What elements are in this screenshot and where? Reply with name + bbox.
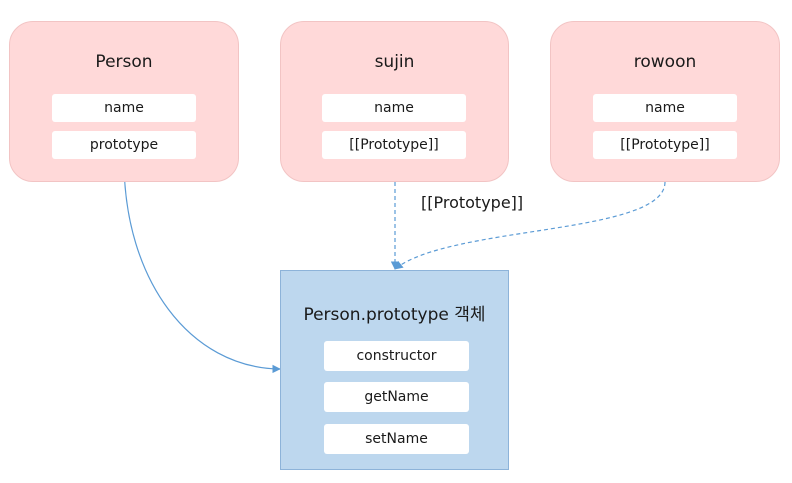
rowoon-field-prototype: [[Prototype]] (593, 131, 737, 159)
rowoon-field-name: name (593, 94, 737, 122)
person-node: Person name prototype (9, 21, 239, 182)
prototype-field-getname: getName (324, 382, 469, 412)
sujin-field-prototype: [[Prototype]] (322, 131, 466, 159)
rowoon-prototype-edge (394, 181, 666, 270)
prototype-field-setname: setName (324, 424, 469, 454)
prototype-edge-label: [[Prototype]] (421, 193, 524, 212)
person-field-name: name (52, 94, 196, 122)
person-prototype-node: Person.prototype 객체 constructor getName … (280, 270, 509, 470)
rowoon-node: rowoon name [[Prototype]] (550, 21, 780, 182)
person-prototype-node-title: Person.prototype 객체 (303, 305, 486, 325)
sujin-field-name: name (322, 94, 466, 122)
sujin-node-title: sujin (374, 52, 415, 72)
person-node-title: Person (95, 52, 153, 72)
person-prototype-edge (123, 159, 281, 374)
rowoon-node-title: rowoon (633, 52, 697, 72)
person-field-prototype: prototype (52, 131, 196, 159)
prototype-field-constructor: constructor (324, 341, 469, 371)
sujin-node: sujin name [[Prototype]] (280, 21, 509, 182)
